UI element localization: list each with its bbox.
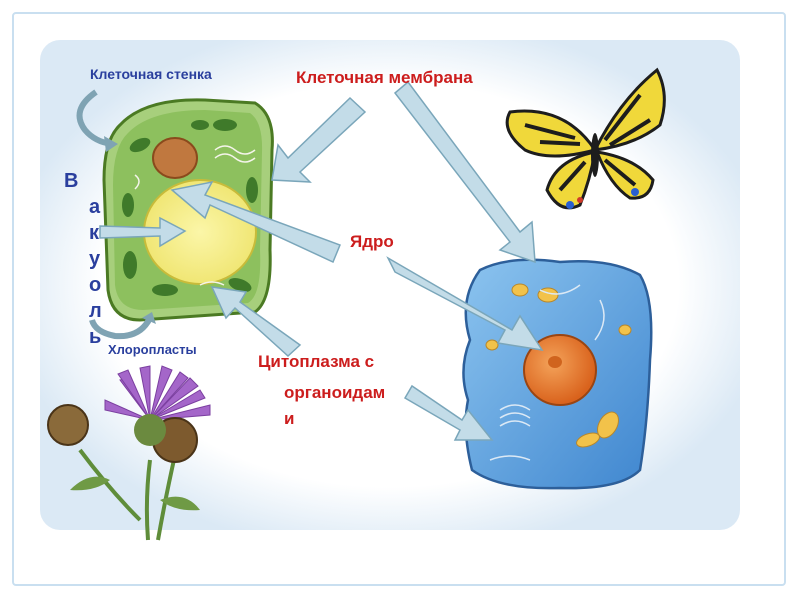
label-vacuole-letter-4: у [89,248,101,270]
animal-organelles [485,283,632,448]
arrow-membrane-plant [271,96,367,183]
label-vacuole-letter-6: л [89,300,102,322]
animal-cell [462,258,653,490]
arrow-vacuole [99,216,187,248]
cornflower-icon [47,365,211,541]
butterfly-icon [505,67,666,210]
arrow-cytoplasm-plant [210,286,302,358]
arrow-chloroplasts [89,316,153,340]
label-vacuole-letter-2: а [89,196,101,218]
label-cell-membrane: Клеточная мембрана [296,68,473,87]
plant-organelles [134,145,256,286]
animal-nucleus [523,334,597,406]
label-cytoplasm-line1: Цитоплазма с [258,352,375,371]
arrow-cell-wall [76,89,113,147]
label-nucleus: Ядро [350,232,394,251]
arrow-membrane-animal [393,80,536,264]
arrow-nucleus-animal [386,256,544,352]
label-cytoplasm-line2: органоидам [284,383,386,402]
chloroplasts [122,119,258,296]
slide-frame [12,12,786,586]
label-chloroplasts: Хлоропласты [108,342,197,357]
arrow-cell-wall-head [104,136,118,152]
label-vacuole-letter-7: ь [89,326,102,348]
label-cell-wall: Клеточная стенка [90,66,212,82]
label-vacuole-letter-1: В [64,170,79,192]
cornflower-petals [104,365,211,421]
plant-cell [102,98,274,322]
arrow-nucleus-plant [170,180,341,264]
label-cytoplasm-line3: и [284,409,295,428]
plant-nucleus [152,137,198,179]
arrow-chloroplasts-head [142,312,156,324]
arrow-cytoplasm-animal [403,384,494,441]
nucleolus [548,356,562,368]
curved-arrows [76,89,153,340]
label-vacuole-letter-3: к [89,222,100,244]
arrows [99,80,544,441]
label-vacuole-letter-5: о [89,274,102,296]
golgi-lines [489,284,605,461]
